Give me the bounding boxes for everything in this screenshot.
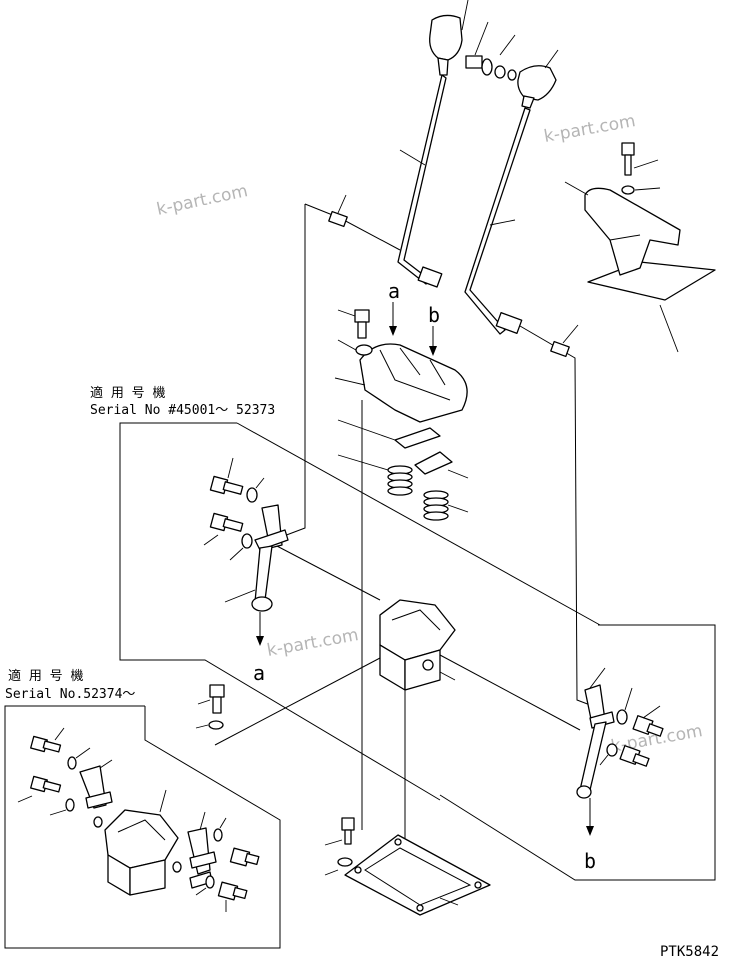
link-bolt-1 — [209, 475, 244, 495]
serial1-applicable: 適 用 号 機 — [90, 385, 165, 401]
alt-bolt-1 — [30, 735, 62, 753]
link-arm-right — [576, 684, 615, 799]
bolt-bottom — [341, 817, 355, 845]
alt-washer-6 — [205, 875, 215, 889]
mount-bolt-left — [209, 684, 225, 714]
callout-a-bottom: a — [253, 661, 265, 685]
serial1-frame-top — [236, 422, 601, 626]
callout-b-top: b — [428, 303, 440, 327]
cover-bolt — [354, 309, 370, 339]
link-bolt-4 — [619, 745, 650, 767]
link-washer-4 — [606, 743, 618, 757]
spring-1 — [387, 465, 413, 496]
serial2-range: Serial No.52374～ — [5, 687, 135, 702]
mount-washer-left — [208, 720, 224, 730]
grip-bolt — [465, 55, 517, 81]
alt-arm-right — [187, 827, 217, 889]
watermark-2: k-part.com — [542, 111, 637, 147]
pilot-valve — [379, 599, 456, 691]
link-bolt-2 — [209, 512, 244, 532]
base-plate — [344, 834, 491, 916]
boundary-right — [439, 624, 716, 881]
clip-right — [550, 340, 570, 358]
link-washer-2 — [241, 533, 253, 549]
alt-arm — [79, 765, 113, 809]
alt-bolt-4 — [217, 881, 248, 901]
alt-washer-3 — [93, 816, 103, 828]
lever-rod-left — [397, 74, 447, 288]
alt-washer-4 — [172, 861, 182, 873]
link-washer-3 — [616, 709, 628, 725]
link-line-2 — [214, 657, 381, 746]
watermark-1: k-part.com — [155, 181, 250, 220]
bracket-bolt — [621, 142, 635, 176]
lever-grip-right — [517, 65, 557, 109]
callout-a-top: a — [388, 279, 400, 303]
bracket-washer — [621, 185, 635, 195]
serial2-applicable: 適 用 号 機 — [8, 668, 83, 684]
link-washer-1 — [246, 487, 258, 503]
serial2-frame — [4, 705, 281, 949]
lever-rod-right — [464, 107, 531, 335]
boundary-left — [259, 204, 306, 546]
serial1-range: Serial No #45001～ 52373 — [90, 403, 275, 418]
link-bolt-3 — [632, 715, 664, 737]
link-line-3 — [439, 654, 581, 731]
cover-washer — [355, 344, 373, 356]
link-line-1 — [274, 544, 381, 601]
alt-valve — [104, 809, 179, 896]
alt-bolt-3 — [229, 847, 260, 867]
plate-2 — [414, 451, 453, 475]
link-arm-left — [251, 504, 289, 612]
clip-top-left — [328, 210, 348, 228]
callout-b-bottom: b — [584, 849, 596, 873]
alt-bolt-2 — [30, 775, 62, 793]
plate-1 — [394, 427, 441, 449]
spring-2 — [423, 490, 449, 521]
valve-cover — [359, 343, 468, 423]
washer-bottom — [337, 857, 353, 867]
boundary-top — [304, 203, 401, 251]
alt-washer-5 — [213, 828, 223, 842]
bracket-plate — [584, 187, 716, 301]
watermark-3: k-part.com — [265, 625, 360, 661]
alt-washer-1 — [67, 756, 77, 770]
alt-washer-2 — [65, 798, 75, 812]
serial1-frame — [119, 422, 441, 801]
boundary-right-top — [519, 325, 599, 709]
drawing-code: PTK5842 — [660, 944, 719, 960]
lever-grip-left — [429, 14, 463, 76]
